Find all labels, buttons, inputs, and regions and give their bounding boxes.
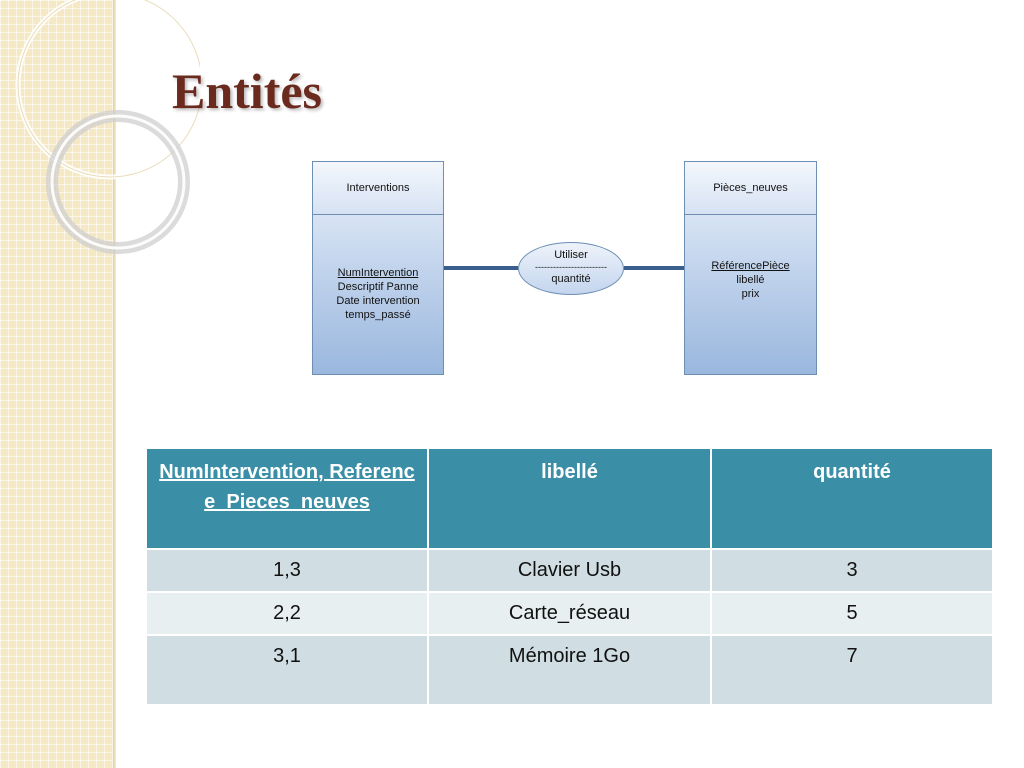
association-table: NumIntervention, Reference_Pieces_neuves… [145,447,994,706]
table-row: 3,1 Mémoire 1Go 7 [145,634,994,706]
column-header-libelle: libellé [427,447,712,550]
entity-pieces-neuves-attributes: RéférencePièce libellé prix [685,215,816,301]
table-cell: 2,2 [145,591,429,636]
entity-interventions: Interventions NumIntervention Descriptif… [312,161,444,375]
table-cell: 7 [710,634,994,706]
entity-pieces-neuves-key: RéférencePièce [711,260,790,272]
table-row: 1,3 Clavier Usb 3 [145,548,994,593]
relation-separator: ------------------------ [535,262,607,272]
entity-interventions-attributes: NumIntervention Descriptif Panne Date in… [313,215,443,322]
relation-utiliser: Utiliser ------------------------ quanti… [518,242,624,295]
entity-pieces-neuves-attr: libellé [736,274,765,286]
table-cell: Mémoire 1Go [427,634,712,706]
entity-interventions-attr: Date intervention [336,295,420,307]
column-header-keys: NumIntervention, Reference_Pieces_neuves [145,447,429,550]
entity-pieces-neuves-name: Pièces_neuves [685,162,816,215]
relation-attribute: quantité [551,273,591,285]
decorative-side-strip [0,0,113,768]
side-strip-edge [113,0,116,768]
entity-pieces-neuves-attr: prix [741,288,760,300]
table-cell: 3,1 [145,634,429,706]
entity-interventions-attr: temps_passé [345,309,411,321]
entity-interventions-name: Interventions [313,162,443,215]
table-header-row: NumIntervention, Reference_Pieces_neuves… [145,447,994,550]
table-cell: Carte_réseau [427,591,712,636]
entity-interventions-attr: Descriptif Panne [337,281,419,293]
entity-interventions-key: NumIntervention [337,267,419,279]
column-header-quantite: quantité [710,447,994,550]
decorative-rings [15,0,200,254]
slide-title: Entités [172,63,322,119]
table-row: 2,2 Carte_réseau 5 [145,591,994,636]
table-cell: 3 [710,548,994,593]
table-cell: 1,3 [145,548,429,593]
table-cell: 5 [710,591,994,636]
entity-pieces-neuves: Pièces_neuves RéférencePièce libellé pri… [684,161,817,375]
relation-name: Utiliser [554,249,588,261]
table-cell: Clavier Usb [427,548,712,593]
